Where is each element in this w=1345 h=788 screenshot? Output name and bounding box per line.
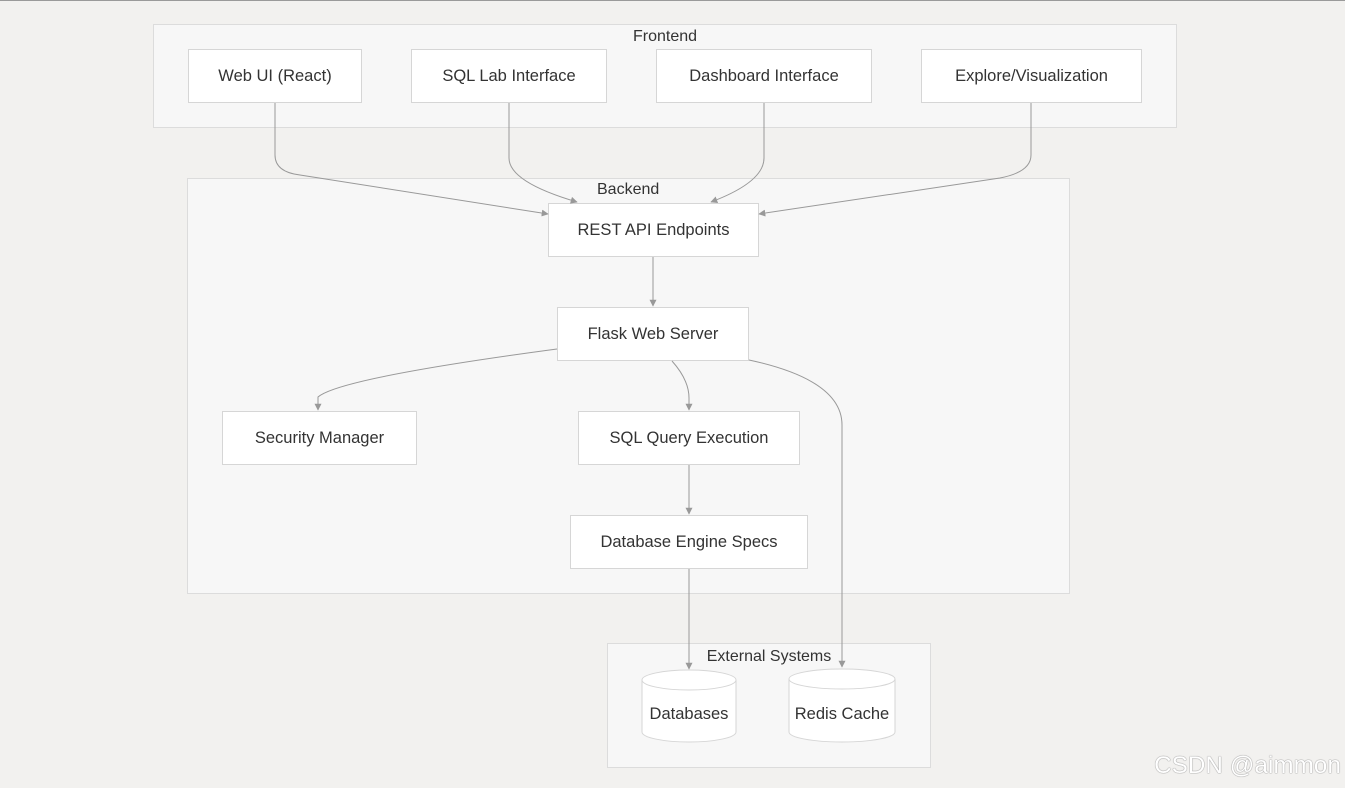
db-specs-node[interactable]: Database Engine Specs bbox=[570, 515, 808, 569]
flask-node[interactable]: Flask Web Server bbox=[557, 307, 749, 361]
external-group-label: External Systems bbox=[706, 648, 832, 665]
redis-node[interactable]: Redis Cache bbox=[788, 668, 896, 744]
databases-label: Databases bbox=[649, 705, 729, 723]
databases-node[interactable]: Databases bbox=[641, 669, 737, 743]
security-node[interactable]: Security Manager bbox=[222, 411, 417, 465]
rest-api-node[interactable]: REST API Endpoints bbox=[548, 203, 759, 257]
dashboard-node[interactable]: Dashboard Interface bbox=[656, 49, 872, 103]
sql-lab-node[interactable]: SQL Lab Interface bbox=[411, 49, 607, 103]
explore-node[interactable]: Explore/Visualization bbox=[921, 49, 1142, 103]
sql-exec-node[interactable]: SQL Query Execution bbox=[578, 411, 800, 465]
redis-label: Redis Cache bbox=[794, 705, 890, 723]
backend-group-label: Backend bbox=[597, 181, 660, 198]
frontend-group-label: Frontend bbox=[632, 28, 698, 45]
database-cylinder-icon bbox=[641, 669, 737, 743]
top-border-line bbox=[0, 0, 1345, 1]
web-ui-node[interactable]: Web UI (React) bbox=[188, 49, 362, 103]
watermark: CSDN @aimmon bbox=[1154, 752, 1341, 779]
redis-cylinder-icon bbox=[788, 668, 896, 743]
